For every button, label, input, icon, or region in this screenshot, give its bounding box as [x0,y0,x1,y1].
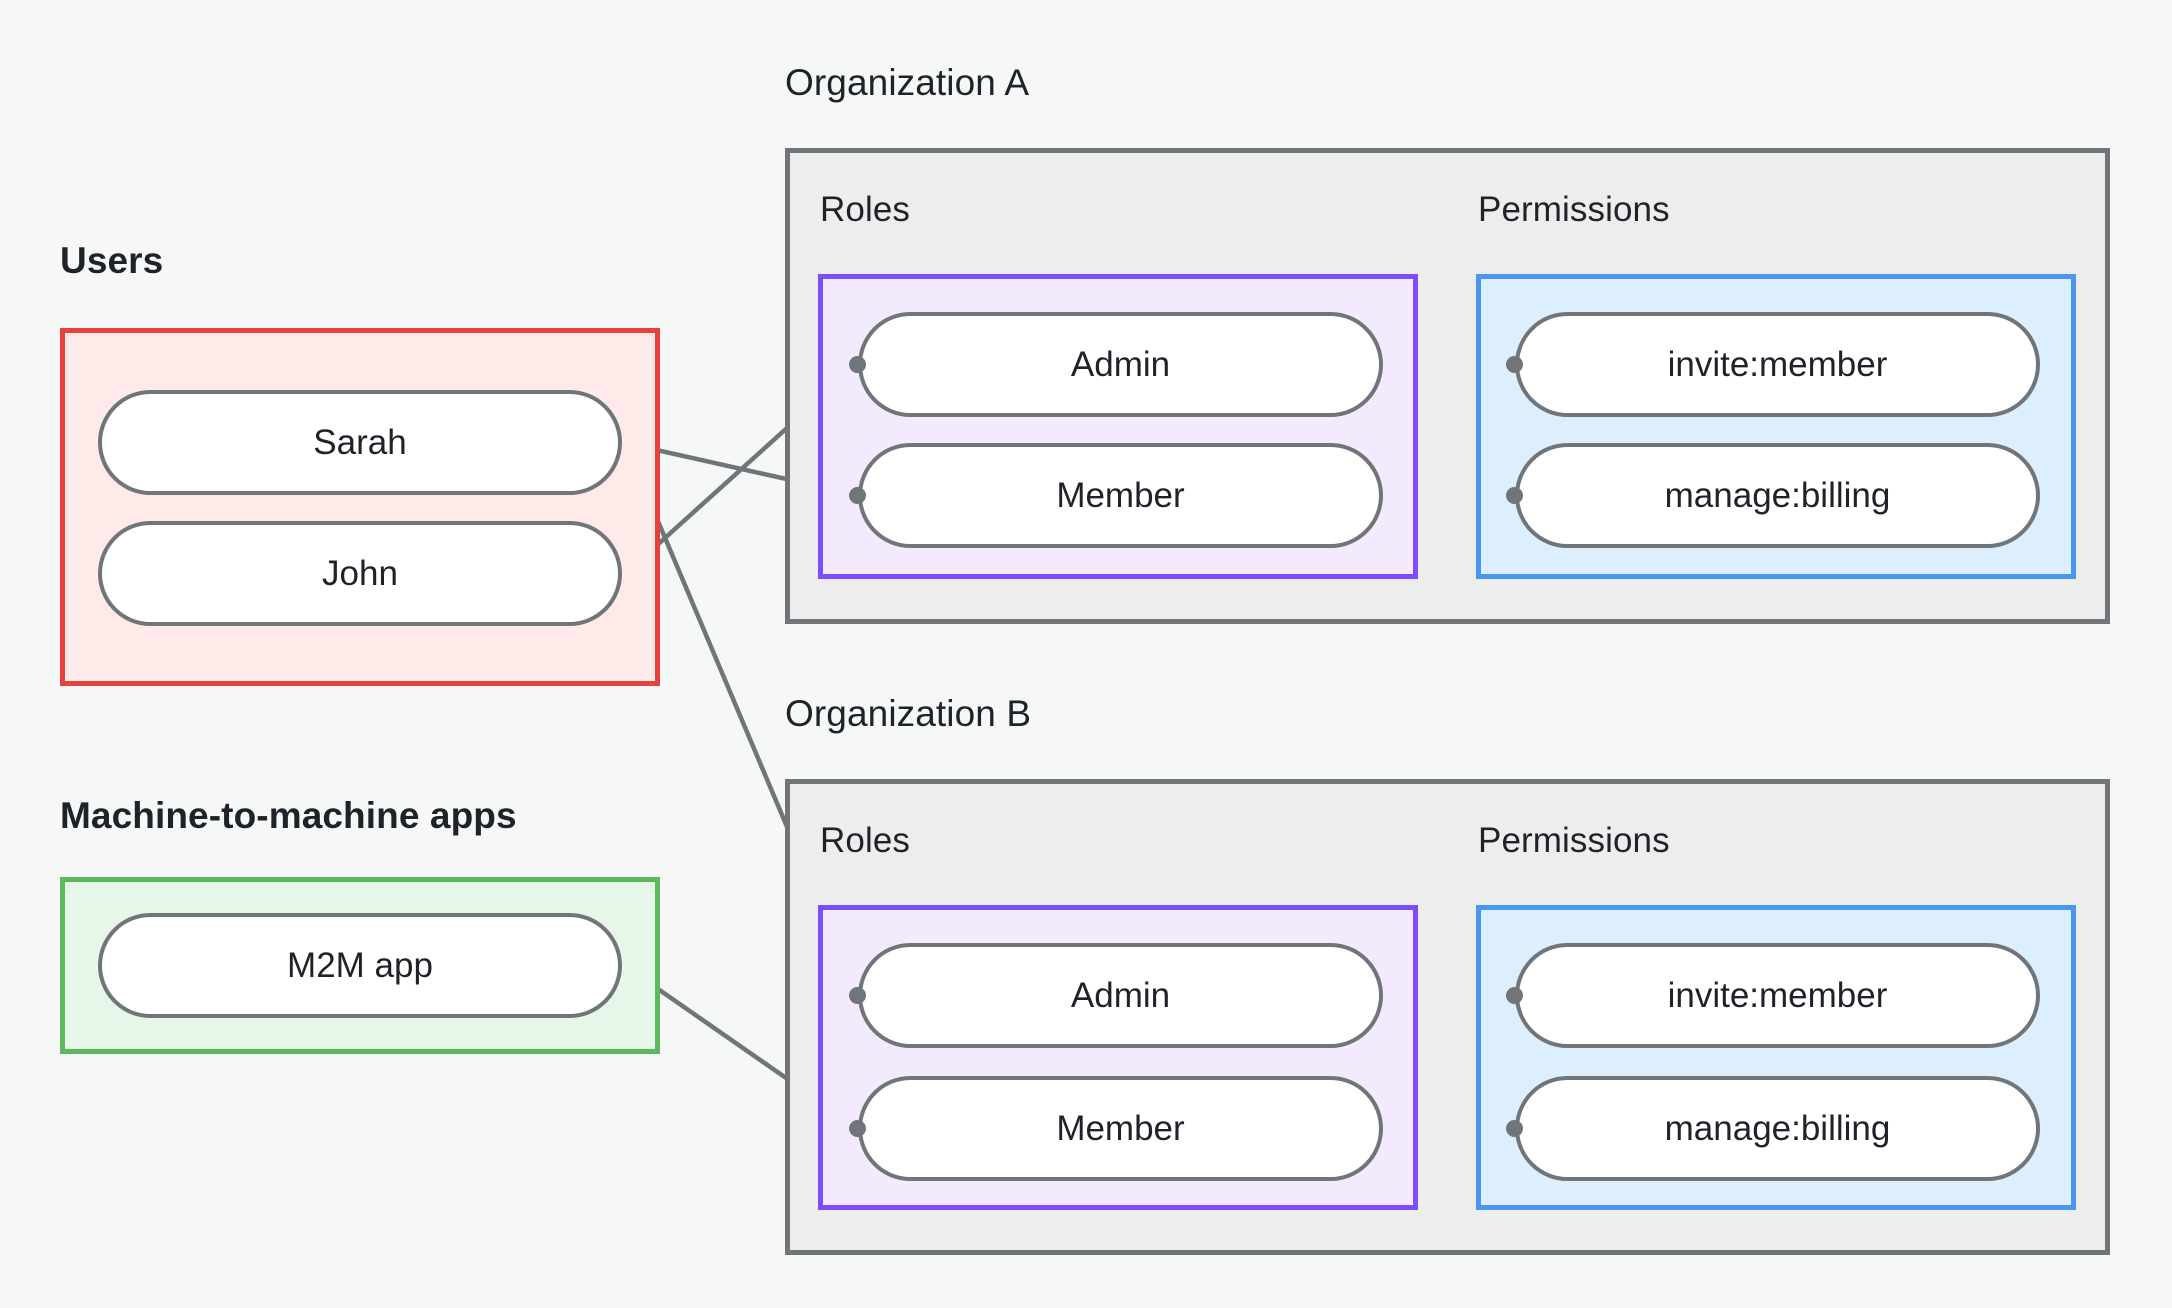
organization-b-roles-title: Roles [820,821,910,860]
m2m-group-title: Machine-to-machine apps [60,795,517,836]
organization-a-permissions-title: Permissions [1478,190,1670,229]
organization-a-role-admin[interactable]: Admin [858,312,1383,417]
connector-dot-orgB-admin-in [849,987,866,1004]
organization-b-permission-manage-billing[interactable]: manage:billing [1515,1076,2040,1181]
connector-dot-orgB-member-in [849,1120,866,1137]
connector-dot-orgA-invite-in [1506,356,1523,373]
organization-a-role-member[interactable]: Member [858,443,1383,548]
users-group-title: Users [60,240,164,281]
organization-a-roles-title: Roles [820,190,910,229]
m2m-node-app[interactable]: M2M app [98,913,622,1018]
organization-a-permission-invite-member[interactable]: invite:member [1515,312,2040,417]
connector-dot-orgA-admin-in [849,356,866,373]
organization-a-permission-manage-billing[interactable]: manage:billing [1515,443,2040,548]
users-group-box [60,328,660,686]
organization-b-permission-invite-member[interactable]: invite:member [1515,943,2040,1048]
organization-a-title: Organization A [785,62,1030,103]
organization-b-role-member[interactable]: Member [858,1076,1383,1181]
organization-b-title: Organization B [785,693,1032,734]
connector-dot-orgA-member-in [849,487,866,504]
connector-dot-orgB-billing-in [1506,1120,1523,1137]
organization-b-permissions-title: Permissions [1478,821,1670,860]
user-node-john[interactable]: John [98,521,622,626]
user-node-sarah[interactable]: Sarah [98,390,622,495]
connector-dot-orgA-billing-in [1506,487,1523,504]
connector-dot-orgB-invite-in [1506,987,1523,1004]
organization-b-role-admin[interactable]: Admin [858,943,1383,1048]
